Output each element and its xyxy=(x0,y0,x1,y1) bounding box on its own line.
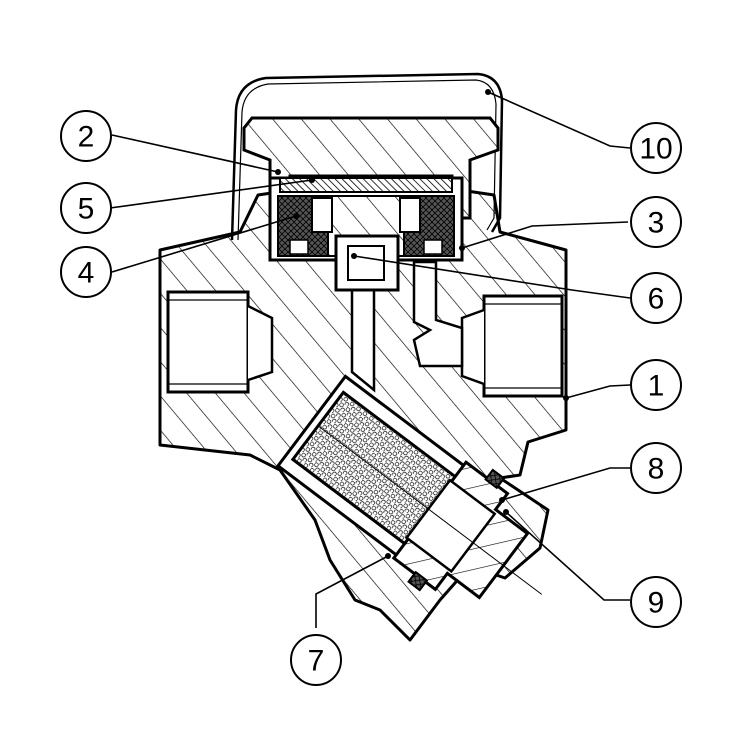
leader-5 xyxy=(109,179,313,209)
callout-9: 9 xyxy=(630,576,682,628)
callout-8: 8 xyxy=(630,442,682,494)
callout-3: 3 xyxy=(630,196,682,248)
callout-5: 5 xyxy=(60,182,112,234)
callout-7: 7 xyxy=(290,634,342,686)
leader-dots xyxy=(275,89,569,559)
callout-10-label: 10 xyxy=(639,133,672,166)
leader-1 xyxy=(565,384,631,399)
strainer-assembly xyxy=(275,374,543,600)
callout-10: 10 xyxy=(630,122,682,174)
callout-7-label: 7 xyxy=(308,645,325,678)
callout-3-label: 3 xyxy=(648,207,665,240)
callout-6: 6 xyxy=(630,272,682,324)
callout-1: 1 xyxy=(630,359,682,411)
outlet-port xyxy=(482,294,564,398)
leader-lines xyxy=(109,91,631,628)
callout-4-label: 4 xyxy=(78,257,95,290)
cap-gasket-upper xyxy=(484,468,506,490)
callout-2: 2 xyxy=(60,110,112,162)
leader-3 xyxy=(461,221,629,249)
callout-5-label: 5 xyxy=(78,193,95,226)
leader-10 xyxy=(487,91,631,149)
leader-8 xyxy=(501,467,630,501)
leader-4 xyxy=(111,215,297,273)
callout-8-label: 8 xyxy=(648,453,665,486)
leader-7 xyxy=(315,555,389,628)
inlet-port xyxy=(166,290,250,394)
leader-6 xyxy=(353,255,631,299)
cap-gasket-lower xyxy=(407,570,429,592)
callout-6-label: 6 xyxy=(648,283,665,316)
bonnet-assembly xyxy=(230,72,504,292)
callout-4: 4 xyxy=(60,246,112,298)
leader-9 xyxy=(505,511,630,601)
insulating-cover xyxy=(230,72,504,241)
leader-2 xyxy=(111,134,279,173)
callout-9-label: 9 xyxy=(648,587,665,620)
callout-1-label: 1 xyxy=(648,370,665,403)
callout-2-label: 2 xyxy=(78,121,95,154)
